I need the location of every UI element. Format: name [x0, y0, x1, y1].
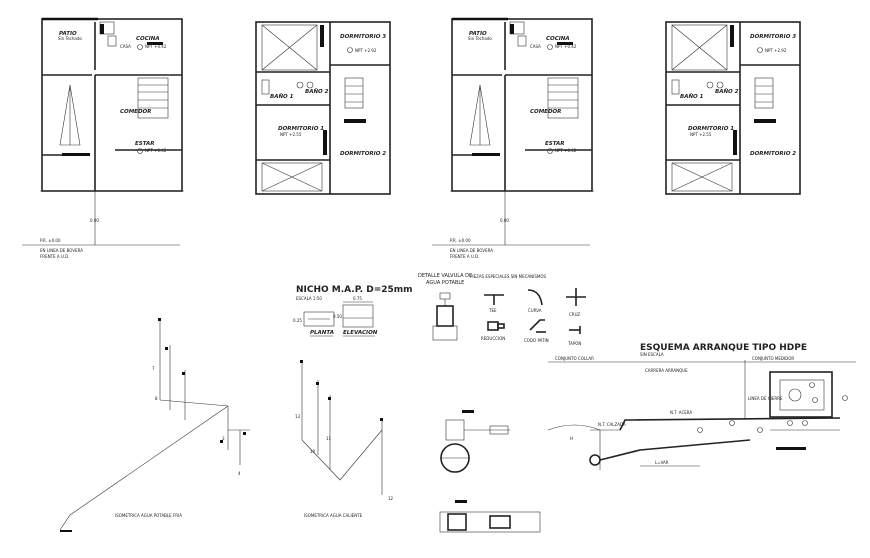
bano1-label: BAÑO 1 — [680, 93, 704, 100]
svg-text:TAPON: TAPON — [567, 341, 581, 346]
bano1-label: BAÑO 1 — [270, 93, 294, 100]
dorm2-label: DORMITORIO 2 — [750, 151, 796, 157]
calzada-label: N.T. CALZADA — [598, 422, 626, 427]
npt-d3-label: NPT +2.92 — [355, 48, 377, 53]
valve-title-2: AGUA POTABLE — [426, 280, 464, 286]
plan-second-floor-a: DORMITORIO 3 NPT +2.92 BAÑO 1 BAÑO 2 DOR… — [255, 21, 391, 195]
iso-fria-label-a: 7 — [152, 366, 155, 371]
npt-d1-label: NPT +2.55 — [280, 132, 302, 137]
patio-label: PATIO — [469, 31, 487, 37]
comedor-label: COMEDOR — [120, 109, 151, 115]
acera-label: N.T. ACERA — [670, 410, 692, 415]
pr-label: P.R. ±0.00 — [40, 238, 61, 243]
svg-text:REDUCCION: REDUCCION — [481, 336, 505, 341]
cocina-label: COCINA — [546, 36, 570, 42]
planta-label: PLANTA — [310, 330, 334, 336]
nicho-scale: ESCALA 1:50 — [296, 296, 322, 301]
iso-cal-label-b: 10 — [310, 449, 316, 454]
tapon-icon: TAPON — [567, 326, 581, 346]
valve-icon — [432, 292, 458, 341]
h-label: H — [570, 436, 573, 441]
plan-first-floor-a: PATIO Sin Techado COCINA CASA NPT +0.42 … — [22, 17, 184, 259]
svg-text:CODO PATIN: CODO PATIN — [524, 338, 549, 343]
nicho-dim-w: 0.75 — [353, 296, 362, 301]
nicho-dim-a: 0.25 — [293, 318, 302, 323]
carrera-label: CARRERA ARRANQUE — [645, 368, 688, 373]
valve-detail: DETALLE VALVULA DE AGUA POTABLE PIEZAS E… — [418, 273, 586, 346]
npt-d3-label: NPT +2.92 — [765, 48, 787, 53]
svg-text:TEE: TEE — [488, 308, 497, 313]
iso-cal-label-c: 11 — [326, 436, 332, 441]
plan-first-floor-b: PATIO Sin Techado COCINA CASA NPT +0.42 … — [432, 17, 594, 259]
linea-cierre-label: LINEA DE CIERRE — [748, 396, 783, 401]
note2-label: FRENTE A U.D. — [450, 254, 479, 259]
svg-text:CRUZ: CRUZ — [569, 312, 580, 317]
lvar-label: L=VAR — [655, 460, 669, 465]
isometric-hot-water: 13 10 11 12 ISOMETRICA AGUA CALIENTE — [295, 360, 394, 518]
esquema-title: ESQUEMA ARRANQUE TIPO HDPE — [640, 343, 807, 353]
valve-title-1: DETALLE VALVULA DE — [418, 273, 472, 279]
svg-text:CURVA: CURVA — [528, 308, 542, 313]
nicho-detail: NICHO M.A.P. D=25mm ESCALA 1:50 0.75 0.2… — [293, 285, 413, 337]
nicho-title: NICHO M.A.P. D=25mm — [296, 285, 413, 295]
iso-fria-caption: ISOMETRICA AGUA POTABLE FRIA — [115, 513, 182, 518]
estar-label: ESTAR — [545, 141, 565, 147]
npt-estar-label: NPT +0.42 — [555, 148, 577, 153]
curva-icon: CURVA — [527, 289, 543, 313]
npt-d1-label: NPT +2.55 — [690, 132, 712, 137]
bano2-label: BAÑO 2 — [715, 88, 739, 95]
estar-label: ESTAR — [135, 141, 155, 147]
dorm1-label: DORMITORIO 1 — [278, 126, 324, 132]
reduccion-icon: REDUCCION — [481, 321, 505, 341]
comedor-label: COMEDOR — [530, 109, 561, 115]
isometric-cold-water: 7 8 3 4 ISOMETRICA AGUA POTABLE FRIA — [59, 318, 250, 532]
patio-label: PATIO — [59, 31, 77, 37]
iso-fria-label-d: 4 — [238, 471, 241, 476]
medidor-label: CONJUNTO MEDIDOR — [752, 356, 794, 361]
npt-estar-label: NPT +0.42 — [145, 148, 167, 153]
svg-text:0.00: 0.00 — [90, 218, 99, 223]
npt-cocina-label: NPT +0.42 — [145, 44, 167, 49]
collar-label: CONJUNTO COLLAR — [555, 356, 594, 361]
cruz-icon: CRUZ — [566, 288, 586, 317]
nicho-dim-b: 0.50 — [333, 314, 342, 319]
esquema-sub: SIN ESCALA — [640, 352, 664, 357]
dorm1-label: DORMITORIO 1 — [688, 126, 734, 132]
tee-icon: TEE — [484, 294, 504, 313]
iso-caliente-caption: ISOMETRICA AGUA CALIENTE — [304, 513, 363, 518]
hdpe-scheme: ESQUEMA ARRANQUE TIPO HDPE SIN ESCALA CO… — [547, 343, 856, 470]
note2-label: FRENTE A U.D. — [40, 254, 69, 259]
iso-cal-label-d: 12 — [388, 496, 394, 501]
collar-detail — [439, 410, 541, 533]
casa-level-label: CASA — [530, 44, 541, 49]
bano2-label: BAÑO 2 — [305, 88, 329, 95]
cocina-label: COCINA — [136, 36, 160, 42]
iso-cal-label-a: 13 — [295, 414, 301, 419]
note1-label: EN LINEA DE BOVERA — [450, 248, 493, 253]
scheme-callouts — [697, 382, 848, 433]
note1-label: EN LINEA DE BOVERA — [40, 248, 83, 253]
patio-sub-label: Sin Techado — [468, 36, 492, 41]
piezas-title: PIEZAS ESPECIALES SIN MECANISMOS — [470, 274, 546, 279]
dorm2-label: DORMITORIO 2 — [340, 151, 386, 157]
stair-p1 — [137, 77, 169, 119]
svg-text:0.00: 0.00 — [500, 218, 509, 223]
dorm3-label: DORMITORIO 3 — [750, 34, 796, 40]
pr-label: P.R. ±0.00 — [450, 238, 471, 243]
dorm3-label: DORMITORIO 3 — [340, 34, 386, 40]
elevacion-label: ELEVACION — [343, 330, 378, 336]
casa-level-label: CASA — [120, 44, 131, 49]
iso-fria-label-b: 8 — [155, 396, 158, 401]
patio-sub-label: Sin Techado — [58, 36, 82, 41]
plan-second-floor-b: DORMITORIO 3 NPT +2.92 BAÑO 1 BAÑO 2 DOR… — [665, 21, 801, 195]
codo-patin-icon: CODO PATIN — [524, 319, 549, 343]
npt-cocina-label: NPT +0.42 — [555, 44, 577, 49]
iso-fria-label-c: 3 — [222, 436, 225, 441]
